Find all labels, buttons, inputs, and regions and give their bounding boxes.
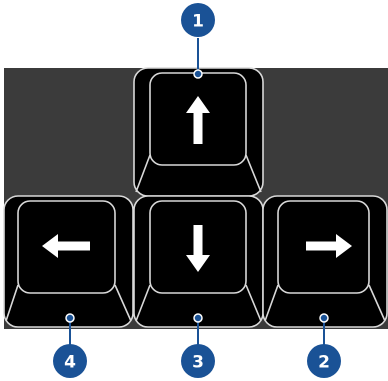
callout-1-number: 1 [192,12,204,32]
callout-4-number: 4 [64,353,76,373]
callout-4: 4 [53,344,87,378]
callout-dot-1 [193,69,203,79]
arrow-up-icon [186,96,210,144]
right-arrow-key [262,195,388,328]
arrow-down-icon [186,225,210,272]
callout-anchor-dots [65,69,329,323]
callout-dot-3 [193,313,203,323]
up-arrow-key [133,67,264,197]
callout-dot-4 [65,313,75,323]
left-arrow-key [3,195,134,328]
callout-3-number: 3 [192,353,204,373]
callout-2: 2 [307,344,341,378]
arrow-right-icon [306,234,352,258]
callout-1: 1 [181,3,215,37]
arrow-left-icon [42,234,90,258]
callout-3: 3 [181,344,215,378]
down-arrow-key [133,195,264,328]
callout-dot-2 [319,313,329,323]
callout-2-number: 2 [318,353,330,373]
